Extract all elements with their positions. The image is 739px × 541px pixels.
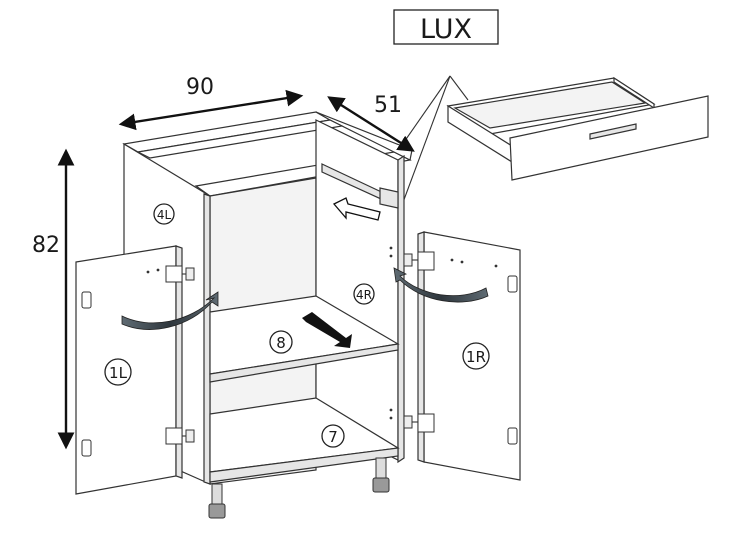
svg-text:4R: 4R bbox=[356, 288, 372, 302]
part-label-shelf: 8 bbox=[269, 330, 293, 354]
dimension-width: 90 bbox=[118, 75, 304, 131]
dimension-height: 82 bbox=[32, 148, 75, 450]
runner-insert-arrow bbox=[332, 197, 381, 221]
svg-text:8: 8 bbox=[276, 334, 286, 352]
width-value: 90 bbox=[186, 75, 214, 100]
lux-label-box: LUX bbox=[393, 9, 499, 45]
lux-title: LUX bbox=[420, 14, 472, 45]
part-label-right-side: 4R bbox=[353, 283, 375, 305]
svg-text:1L: 1L bbox=[109, 364, 128, 382]
left-door-swing-arrow bbox=[121, 291, 219, 330]
leg-front-left bbox=[208, 483, 226, 519]
hinge-bottom-left bbox=[165, 427, 195, 445]
drawer-handle bbox=[589, 123, 637, 140]
svg-text:1R: 1R bbox=[466, 348, 486, 366]
right-door bbox=[393, 231, 521, 481]
svg-text:7: 7 bbox=[328, 428, 338, 446]
part-label-left-door: 1L bbox=[104, 358, 132, 386]
drawer-illustration bbox=[394, 75, 709, 206]
part-label-right-door: 1R bbox=[462, 342, 490, 370]
hinge-bottom-right bbox=[403, 413, 435, 433]
svg-text:4L: 4L bbox=[157, 208, 172, 222]
hinge-top-left bbox=[165, 265, 195, 283]
shelf-insert-arrow bbox=[302, 312, 352, 348]
hinge-top-right bbox=[403, 251, 435, 271]
leg-front-right bbox=[372, 457, 390, 493]
part-label-left-side: 4L bbox=[153, 203, 175, 225]
dimension-depth: 51 bbox=[327, 93, 415, 152]
part-label-bottom: 7 bbox=[321, 424, 345, 448]
depth-value: 51 bbox=[374, 93, 402, 118]
height-value: 82 bbox=[32, 233, 60, 258]
right-door-swing-arrow bbox=[393, 267, 489, 303]
